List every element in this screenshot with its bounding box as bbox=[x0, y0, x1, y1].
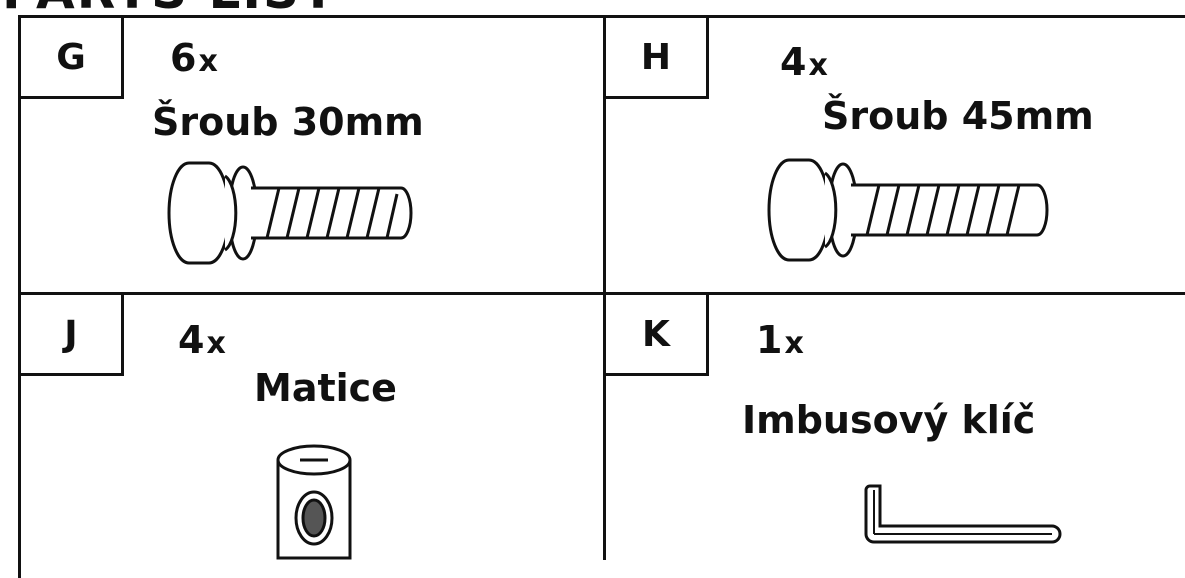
part-count: 4x bbox=[178, 318, 226, 362]
part-name: Šroub 30mm bbox=[152, 100, 424, 144]
part-name: Imbusový klíč bbox=[742, 398, 1036, 442]
grid-horizontal-divider bbox=[18, 292, 1185, 295]
bolt-30mm-icon bbox=[167, 161, 413, 265]
parts-list-heading-text: PARTS LIST bbox=[2, 0, 337, 16]
bolt-45mm-icon bbox=[767, 158, 1049, 262]
part-count: 4x bbox=[780, 40, 828, 84]
parts-list-heading: PARTS LIST bbox=[0, 0, 340, 16]
part-name: Matice bbox=[254, 366, 397, 410]
allen-key-icon bbox=[864, 484, 1062, 544]
grid-vertical-divider bbox=[603, 15, 606, 560]
part-letter: K bbox=[606, 295, 709, 376]
part-letter: J bbox=[21, 295, 124, 376]
part-count: 1x bbox=[756, 318, 804, 362]
part-name: Šroub 45mm bbox=[822, 94, 1094, 138]
part-count: 6x bbox=[170, 36, 218, 80]
barrel-nut-icon bbox=[276, 444, 352, 560]
parts-grid bbox=[18, 15, 1185, 578]
part-letter: G bbox=[21, 18, 124, 99]
part-letter: H bbox=[606, 18, 709, 99]
